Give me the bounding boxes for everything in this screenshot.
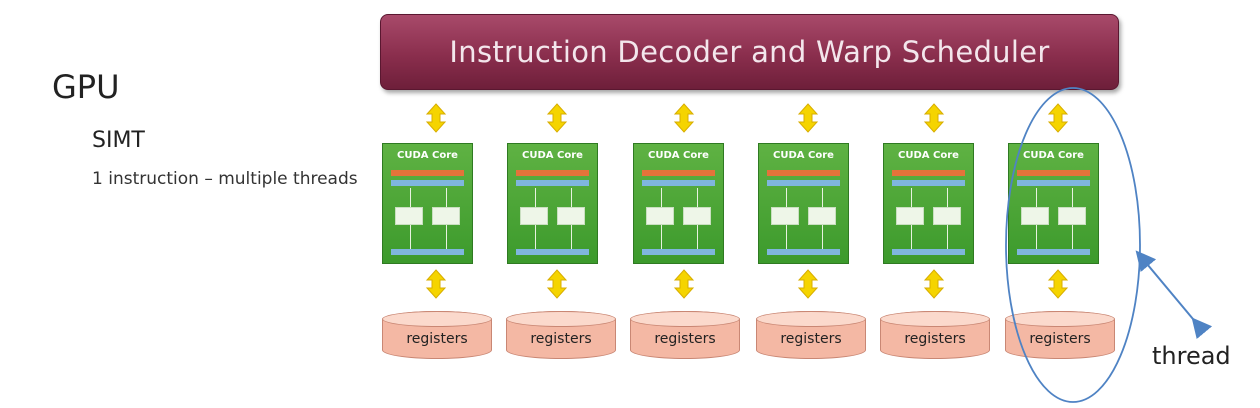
result-queue-bar [391, 249, 464, 255]
connector-line [571, 225, 572, 249]
register-cylinder: registers [880, 311, 990, 359]
connector-line [446, 225, 447, 249]
operand-collector-bar [767, 180, 840, 186]
register-label: registers [654, 331, 716, 347]
dispatch-port-bar [892, 170, 965, 176]
connector-line [571, 188, 572, 207]
connector-line [446, 188, 447, 207]
connector-line [786, 225, 787, 249]
cuda-core-label: CUDA Core [898, 150, 959, 161]
cuda-core-label: CUDA Core [522, 150, 583, 161]
connector-line [786, 188, 787, 207]
connector-line [911, 225, 912, 249]
cuda-core-label: CUDA Core [773, 150, 834, 161]
dispatch-port-bar [642, 170, 715, 176]
dispatch-port-bar [767, 170, 840, 176]
connector-line [410, 225, 411, 249]
cuda-core: CUDA Core [382, 143, 473, 264]
connector-line [661, 225, 662, 249]
connector-line [697, 188, 698, 207]
int-unit [1058, 207, 1086, 225]
register-cylinder: registers [506, 311, 616, 359]
result-queue-bar [642, 249, 715, 255]
simt-description: 1 instruction – multiple threads [92, 169, 358, 189]
cuda-core-label: CUDA Core [397, 150, 458, 161]
decoder-label: Instruction Decoder and Warp Scheduler [449, 35, 1050, 69]
connector-line [535, 225, 536, 249]
fp-unit [771, 207, 799, 225]
connector-line [1036, 188, 1037, 207]
connector-line [822, 225, 823, 249]
thread-ellipse [1005, 87, 1141, 403]
operand-collector-bar [892, 180, 965, 186]
register-label: registers [904, 331, 966, 347]
int-unit [432, 207, 460, 225]
operand-collector-bar [642, 180, 715, 186]
result-queue-bar [767, 249, 840, 255]
operand-collector-bar [1017, 180, 1090, 186]
connector-line [947, 225, 948, 249]
result-queue-bar [516, 249, 589, 255]
result-queue-bar [1017, 249, 1090, 255]
simt-label: SIMT [92, 128, 145, 153]
dispatch-port-bar [1017, 170, 1090, 176]
instruction-decoder-box: Instruction Decoder and Warp Scheduler [380, 14, 1119, 90]
int-unit [557, 207, 585, 225]
register-cylinder: registers [1005, 311, 1115, 359]
register-label: registers [1029, 331, 1091, 347]
cuda-core: CUDA Core [633, 143, 724, 264]
register-label: registers [780, 331, 842, 347]
thread-pointer-arrow [1135, 250, 1213, 340]
register-cylinder: registers [630, 311, 740, 359]
result-queue-bar [892, 249, 965, 255]
register-label: registers [406, 331, 468, 347]
connector-line [1072, 225, 1073, 249]
connector-line [947, 188, 948, 207]
int-unit [808, 207, 836, 225]
cuda-core-label: CUDA Core [648, 150, 709, 161]
connector-line [535, 188, 536, 207]
dispatch-port-bar [391, 170, 464, 176]
cuda-core: CUDA Core [507, 143, 598, 264]
fp-unit [395, 207, 423, 225]
register-label: registers [530, 331, 592, 347]
cuda-core-label: CUDA Core [1023, 150, 1084, 161]
fp-unit [520, 207, 548, 225]
register-cylinder: registers [756, 311, 866, 359]
gpu-title: GPU [52, 68, 120, 106]
connector-line [1072, 188, 1073, 207]
connector-line [697, 225, 698, 249]
cuda-core: CUDA Core [758, 143, 849, 264]
dispatch-port-bar [516, 170, 589, 176]
register-cylinder: registers [382, 311, 492, 359]
connector-line [822, 188, 823, 207]
fp-unit [896, 207, 924, 225]
connector-line [911, 188, 912, 207]
int-unit [683, 207, 711, 225]
connector-line [1036, 225, 1037, 249]
int-unit [933, 207, 961, 225]
fp-unit [1021, 207, 1049, 225]
fp-unit [646, 207, 674, 225]
cuda-core: CUDA Core [883, 143, 974, 264]
connector-line [661, 188, 662, 207]
thread-label: thread [1152, 342, 1231, 370]
operand-collector-bar [516, 180, 589, 186]
operand-collector-bar [391, 180, 464, 186]
connector-line [410, 188, 411, 207]
